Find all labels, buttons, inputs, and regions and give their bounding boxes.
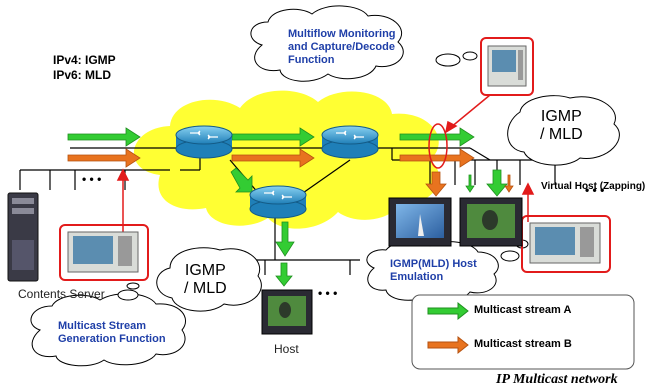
contents-server-label: Contents Server [18,287,105,301]
ipv6-label: IPv6: MLD [53,68,112,82]
monitoring-callout-text: Multiflow Monitoring and Capture/Decode … [288,28,396,66]
router-right [321,125,379,159]
protocol-bubble-lower [156,247,262,312]
caption: IP Multicast network [496,372,618,387]
ellipsis-left: • • • [82,172,102,186]
monitor-links [116,94,535,235]
monitoring-callout-cloud [250,5,404,82]
protocol-bubble-lower-text: IGMP / MLD [184,262,227,297]
stream-a-arrows [67,127,508,287]
legend-swatch-a [427,301,469,321]
emulator-instrument [521,215,611,273]
monitor-point-ring [428,123,448,169]
monitor-instrument [480,37,534,96]
host-label: Host [274,342,299,356]
tv-host [261,289,313,335]
legend-box [411,294,635,370]
network-lines [19,147,560,275]
legend-label-a: Multicast stream A [474,304,572,316]
protocol-bubble-upper [507,95,620,166]
protocol-bubble-upper-text: IGMP / MLD [540,108,583,143]
stream-b-arrows [67,148,514,197]
tv-virtual-host-2 [459,197,523,247]
virtual-host-label: Virtual Host (Zapping) [541,181,646,192]
generation-callout-cloud [30,293,187,367]
tv-virtual-host-1 [388,197,452,247]
ipv4-label: IPv4: IGMP [53,53,116,67]
generation-callout-text: Multicast Stream Generation Function [58,320,166,345]
router-left [175,125,233,159]
ellipsis-host: • • • [318,286,338,300]
ellipsis-right: • • • [585,183,605,197]
server-icon [7,192,39,282]
legend-swatch-b [427,335,469,355]
host-emulation-callout-text: IGMP(MLD) Host Emulation [390,258,477,283]
generator-instrument [59,224,149,281]
router-bottom [249,185,307,219]
legend-label-b: Multicast stream B [474,338,572,350]
